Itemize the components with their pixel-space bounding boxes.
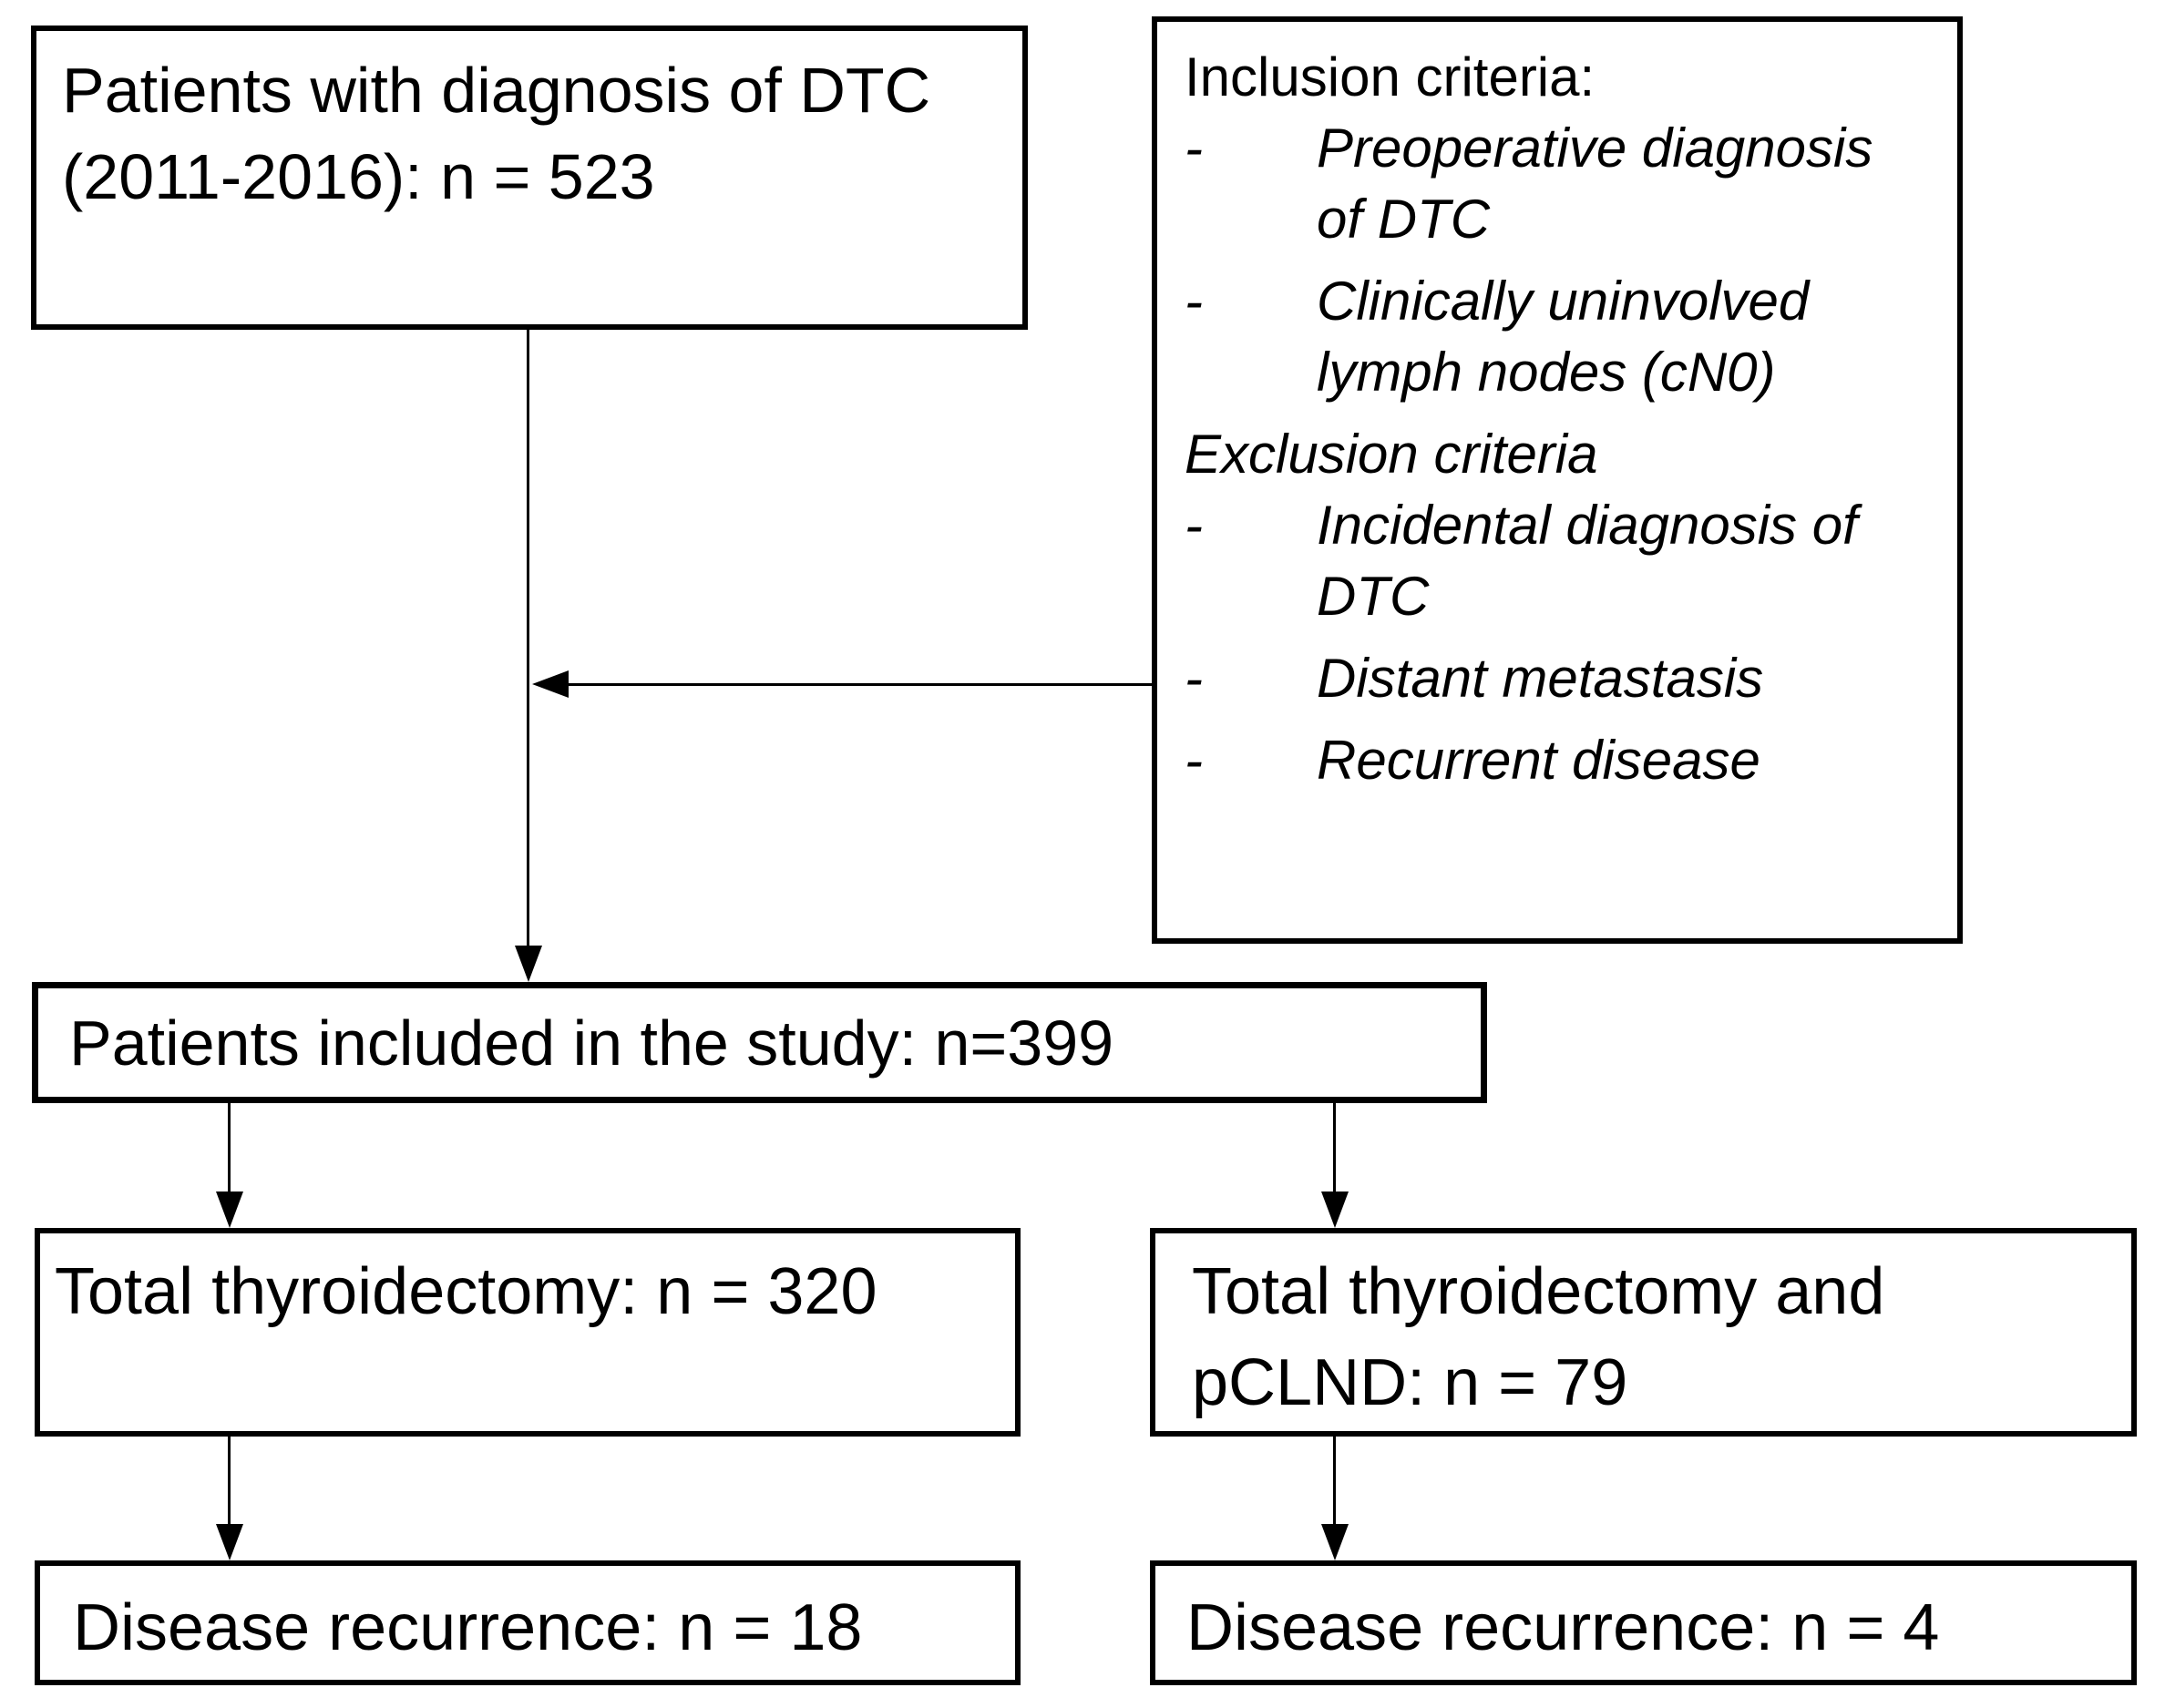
arrow-included-to-thyroidectomy-line xyxy=(228,1103,231,1195)
included-text: Patients included in the study: n=399 xyxy=(69,1007,1114,1079)
criteria-item-preoperative: - Preoperative diagnosis of DTC xyxy=(1185,113,1941,255)
criteria-item-text: Distant metastasis xyxy=(1317,648,1764,709)
criteria-item-text: Recurrent disease xyxy=(1317,730,1760,791)
bullet-dash: - xyxy=(1185,271,1203,332)
arrow-thyroidectomy-to-recurrence-line xyxy=(228,1437,231,1528)
arrow-included-to-pclnd-line xyxy=(1333,1103,1336,1195)
included-box: Patients included in the study: n=399 xyxy=(32,982,1487,1103)
bullet-dash: - xyxy=(1185,118,1203,179)
recurrence-left-box: Disease recurrence: n = 18 xyxy=(35,1560,1021,1685)
arrow-pclnd-to-recurrence-line xyxy=(1333,1437,1336,1528)
criteria-item-text: Incidental diagnosis of DTC xyxy=(1317,495,1858,627)
bullet-dash: - xyxy=(1185,730,1203,791)
recurrence-right-box: Disease recurrence: n = 4 xyxy=(1150,1560,2137,1685)
criteria-item-incidental: - Incidental diagnosis of DTC xyxy=(1185,490,1941,632)
arrow-thyroidectomy-to-recurrence-head-icon xyxy=(216,1524,243,1560)
bullet-dash: - xyxy=(1185,495,1203,556)
arrow-included-to-thyroidectomy-head-icon xyxy=(216,1192,243,1228)
bullet-dash: - xyxy=(1185,648,1203,709)
criteria-item-text: Preoperative diagnosis of DTC xyxy=(1317,118,1873,250)
exclusion-heading: Exclusion criteria xyxy=(1185,424,1598,485)
arrow-criteria-to-flow-head-icon xyxy=(532,670,569,698)
criteria-box: Inclusion criteria: - Preoperative diagn… xyxy=(1152,16,1963,944)
arrow-diagnosis-to-included-head-icon xyxy=(515,946,542,982)
total-thyroidectomy-text: Total thyroidectomy: n = 320 xyxy=(55,1255,877,1328)
diagnosis-text: Patients with diagnosis of DTC (2011-201… xyxy=(62,55,931,212)
total-thyroidectomy-box: Total thyroidectomy: n = 320 xyxy=(35,1228,1021,1437)
diagnosis-box: Patients with diagnosis of DTC (2011-201… xyxy=(31,26,1028,330)
inclusion-heading: Inclusion criteria: xyxy=(1185,46,1596,107)
arrow-diagnosis-to-included-line xyxy=(527,330,529,949)
thyroidectomy-pclnd-box: Total thyroidectomy and pCLND: n = 79 xyxy=(1150,1228,2137,1437)
criteria-item-text: Clinically uninvolved lymph nodes (cN0) xyxy=(1317,271,1810,403)
arrow-criteria-to-flow-line xyxy=(561,683,1152,686)
recurrence-right-text: Disease recurrence: n = 4 xyxy=(1186,1591,1940,1664)
recurrence-left-text: Disease recurrence: n = 18 xyxy=(73,1591,863,1664)
arrow-pclnd-to-recurrence-head-icon xyxy=(1321,1524,1349,1560)
criteria-item-uninvolved-nodes: - Clinically uninvolved lymph nodes (cN0… xyxy=(1185,266,1941,408)
arrow-included-to-pclnd-head-icon xyxy=(1321,1192,1349,1228)
criteria-item-recurrent-disease: - Recurrent disease xyxy=(1185,725,1941,796)
criteria-item-distant-metastasis: - Distant metastasis xyxy=(1185,643,1941,714)
thyroidectomy-pclnd-text: Total thyroidectomy and pCLND: n = 79 xyxy=(1192,1255,1885,1419)
